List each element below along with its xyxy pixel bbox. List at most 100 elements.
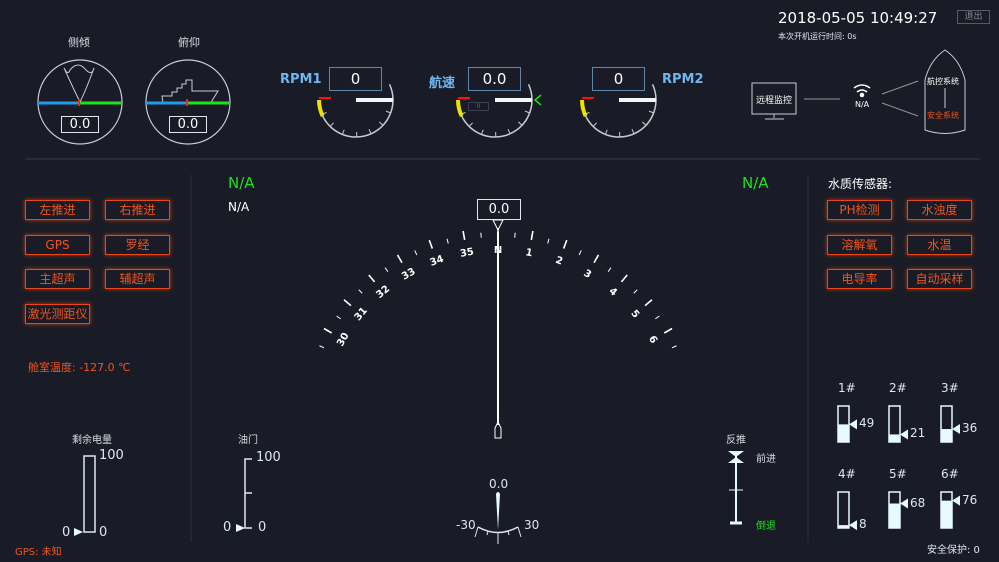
tank-label: 1#	[838, 381, 856, 395]
tank-value: 49	[859, 416, 875, 431]
boat-outline-icon	[924, 49, 966, 134]
compass-label: 2	[554, 255, 564, 268]
water-auto-sample-button[interactable]: 自动采样	[907, 269, 972, 289]
tank-level-pointer	[952, 424, 960, 435]
runtime: 本次开机运行时间: 0s	[778, 31, 857, 42]
throttle-max: 100	[256, 450, 281, 465]
compass-label: 1	[525, 247, 534, 259]
rpm2-gauge	[580, 84, 657, 138]
ship-side-icon	[161, 79, 219, 105]
battery-pointer	[74, 528, 83, 536]
compass-tick	[414, 250, 418, 256]
compass-label: 35	[459, 247, 475, 260]
compass-tick	[547, 238, 550, 244]
throttle-min: 0	[258, 520, 267, 535]
compass-label: 3	[581, 268, 593, 281]
roll-indicator	[37, 59, 123, 145]
wifi-status: N/A	[855, 100, 870, 109]
device-left-thruster[interactable]: 左推进	[25, 200, 90, 220]
exit-button[interactable]: 退出	[957, 10, 990, 24]
compass-tick	[368, 274, 376, 283]
water-dissolved-oxygen-button[interactable]: 溶解氧	[827, 235, 892, 255]
rpm1-label: RPM1	[280, 72, 322, 87]
battery-value: 0	[62, 525, 71, 540]
compass-label: 30	[335, 331, 352, 349]
wifi-icon	[853, 84, 871, 98]
compass-tick	[343, 299, 352, 307]
tank-value: 21	[910, 426, 926, 441]
water-temperature-button[interactable]: 水温	[907, 235, 972, 255]
runtime-value: 0s	[847, 32, 857, 41]
tank-label: 5#	[889, 467, 907, 481]
compass-tick	[562, 239, 568, 249]
compass-tick	[384, 267, 389, 273]
compass-tick	[358, 289, 363, 294]
throttle-label: 油门	[238, 435, 258, 446]
water-conductivity-button[interactable]: 电导率	[827, 269, 892, 289]
pitch-label: 俯仰	[178, 36, 200, 49]
speed-value: 0.0	[468, 67, 521, 91]
left-status: N/A	[228, 174, 255, 192]
speed-sub-value: 0	[468, 102, 489, 111]
water-ph-button[interactable]: PH检测	[827, 200, 892, 220]
tank-value: 8	[859, 517, 867, 532]
thrust-lever	[728, 451, 744, 525]
roll-label: 侧倾	[68, 36, 90, 49]
tank-level-pointer	[952, 495, 960, 506]
safety-protection: 安全保护: 0	[927, 545, 980, 556]
throttle-pointer	[236, 524, 245, 532]
ship-front-icon	[63, 64, 95, 104]
compass-tick	[323, 327, 333, 334]
tank-value: 68	[910, 495, 926, 510]
device-right-thruster[interactable]: 右推进	[105, 200, 170, 220]
compass-tick	[319, 345, 325, 349]
device-compass[interactable]: 罗经	[105, 235, 170, 255]
device-gps[interactable]: GPS	[25, 235, 90, 255]
compass-tick	[654, 315, 660, 320]
compass-label: 31	[353, 305, 370, 323]
tank-level-pointer	[900, 498, 908, 509]
compass-tick	[620, 274, 628, 283]
tank-fill	[941, 500, 952, 528]
datetime: 2018-05-05 10:49:27	[778, 9, 938, 27]
tank-fill	[838, 525, 849, 528]
roll-value: 0.0	[61, 116, 99, 133]
compass-label: 34	[429, 254, 446, 269]
tank-value: 76	[962, 492, 978, 507]
water-turbidity-button[interactable]: 水浊度	[907, 200, 972, 220]
speed-target-marker	[533, 94, 542, 106]
rpm2-label: RPM2	[662, 72, 704, 87]
left-sub-status: N/A	[228, 200, 250, 214]
tank-fill	[941, 429, 952, 442]
speed-gauge	[456, 84, 542, 138]
device-main-sonar[interactable]: 主超声	[25, 269, 90, 289]
compass-tick	[644, 299, 653, 307]
heading-value: 0.0	[477, 199, 521, 220]
device-laser-rangefinder[interactable]: 激光测距仪	[25, 304, 90, 324]
tank-level-pointer	[849, 419, 857, 430]
device-aux-sonar[interactable]: 辅超声	[105, 269, 170, 289]
tank-label: 3#	[941, 381, 959, 395]
thrust-handle-icon	[728, 451, 744, 463]
nav-system-label[interactable]: 航控系统	[927, 77, 959, 86]
compass-tick	[446, 238, 449, 244]
compass-label: 4	[607, 286, 619, 299]
battery-bar	[83, 455, 96, 533]
throttle-scale	[244, 458, 252, 529]
runtime-label: 本次开机运行时间:	[778, 32, 845, 41]
pitch-indicator	[145, 59, 231, 145]
remote-monitor-label: 远程监控	[756, 96, 793, 106]
rudder-max: 30	[524, 518, 540, 532]
battery-label: 剩余电量	[72, 435, 112, 446]
safety-system-label[interactable]: 安全系统	[927, 111, 959, 120]
compass-tick	[593, 254, 600, 264]
battery-max: 100	[99, 448, 124, 463]
tank-level-pointer	[900, 429, 908, 440]
tank-label: 4#	[838, 467, 856, 481]
cabin-temperature: 舱室温度: -127.0 ℃	[28, 361, 131, 374]
rudder-indicator	[474, 492, 522, 544]
compass-tick	[336, 315, 342, 320]
compass: 303132333435N123456	[319, 228, 677, 349]
compass-tick	[663, 327, 673, 334]
